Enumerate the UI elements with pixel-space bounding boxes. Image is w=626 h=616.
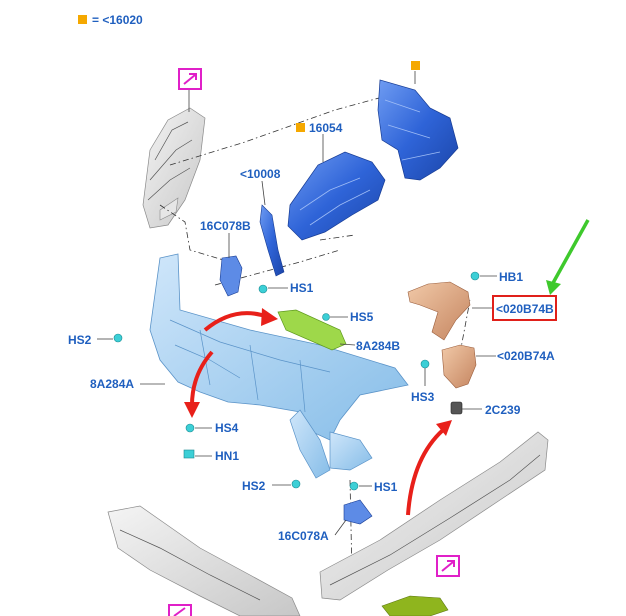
fastener-hs1-bottom	[349, 481, 372, 491]
label-hs3[interactable]: HS3	[411, 390, 435, 404]
label-020B74A[interactable]: <020B74A	[497, 349, 555, 363]
green-arrow	[551, 219, 590, 284]
label-hn1[interactable]: HN1	[215, 449, 239, 463]
part-16C078B	[219, 255, 243, 297]
label-8A284B[interactable]: 8A284B	[356, 339, 400, 353]
red-arrow-head-2C239	[436, 420, 452, 436]
legend-text: = <16020	[92, 13, 143, 27]
external-view-icon[interactable]	[168, 604, 192, 616]
part-frame-rail-right	[319, 431, 549, 601]
label-8A284A[interactable]: 8A284A	[90, 377, 134, 391]
label-16C078B[interactable]: 16C078B	[200, 219, 251, 233]
fastener-hs2-bottom	[272, 479, 301, 489]
label-10008[interactable]: <10008	[240, 167, 281, 181]
label-hb1[interactable]: HB1	[499, 270, 523, 284]
fastener-hn1	[183, 449, 212, 459]
red-arrow-to-fastener	[190, 350, 214, 406]
external-view-icon[interactable]	[436, 555, 460, 577]
label-2C239[interactable]: 2C239	[485, 403, 521, 417]
swatch-16020-16054	[296, 123, 305, 132]
part-10008	[259, 204, 285, 277]
label-020B74B[interactable]: <020B74B	[496, 302, 554, 316]
part-shield-right	[377, 79, 459, 181]
part-frame-rail-left	[107, 505, 301, 616]
red-arrow-to-2C239	[406, 428, 445, 516]
fastener-hs2-left	[97, 333, 123, 343]
label-16C078A[interactable]: 16C078A	[278, 529, 329, 543]
label-hs2-bottom[interactable]: HS2	[242, 479, 266, 493]
part-16C078A	[343, 499, 373, 525]
label-16054[interactable]: 16054	[309, 121, 343, 135]
label-hs5[interactable]: HS5	[350, 310, 374, 324]
part-2C239	[450, 401, 482, 415]
external-view-icon[interactable]	[178, 68, 202, 90]
red-arrow-head-seal	[261, 308, 278, 326]
fastener-hb1	[470, 271, 497, 281]
red-arrow-head-fastener	[184, 402, 200, 418]
part-020B74B	[407, 281, 471, 341]
part-16054	[287, 151, 386, 241]
part-bottom-green	[381, 595, 449, 616]
green-arrow-head	[546, 280, 561, 295]
label-hs4[interactable]: HS4	[215, 421, 239, 435]
fastener-hs5	[322, 313, 348, 321]
highlight-box-020B74B	[492, 295, 557, 321]
inner-panel-left	[142, 107, 206, 229]
part-radiator-support	[149, 253, 409, 479]
label-hs1-top[interactable]: HS1	[290, 281, 314, 295]
fastener-hs3	[420, 359, 430, 386]
legend-swatch	[78, 15, 87, 24]
fastener-hs1-top	[258, 284, 288, 294]
label-hs2-left[interactable]: HS2	[68, 333, 92, 347]
part-020B74A	[441, 344, 477, 389]
swatch-16020-shield	[411, 61, 420, 70]
label-hs1-bottom[interactable]: HS1	[374, 480, 398, 494]
fastener-hs4	[185, 423, 212, 433]
